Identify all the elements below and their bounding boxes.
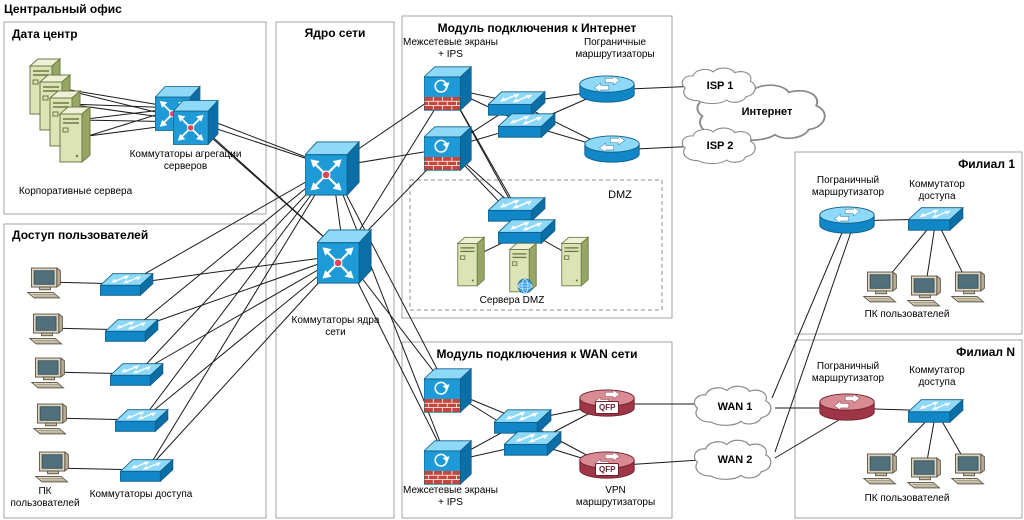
wan-module-title: Модуль подключения к WAN сети bbox=[436, 347, 638, 361]
user-pcs-label: ПК пользователей bbox=[10, 486, 80, 509]
central-office-title: Центральный офис bbox=[4, 2, 122, 16]
branch1-pcs-label: ПК пользователей bbox=[864, 309, 950, 320]
dmz-box bbox=[409, 179, 663, 311]
core-switches-label: Коммутаторы ядра сети bbox=[291, 315, 380, 338]
connection-line bbox=[146, 254, 345, 471]
core-title: Ядро сети bbox=[304, 26, 366, 40]
core-switch-icon bbox=[305, 140, 360, 197]
connection-line bbox=[141, 254, 345, 421]
aggregation-switch-icon bbox=[173, 99, 219, 146]
isp1-label: ISP 1 bbox=[706, 80, 734, 92]
corporate-server-icon bbox=[59, 106, 91, 163]
branchN-router-label: Пограничный маршрутизатор bbox=[811, 361, 885, 384]
branch-border-router-icon bbox=[819, 206, 875, 234]
connection-line bbox=[126, 166, 333, 285]
connection-line bbox=[136, 254, 345, 375]
globe-icon bbox=[517, 278, 533, 294]
branch1-title: Филиал 1 bbox=[958, 157, 1015, 171]
connection-line bbox=[331, 166, 449, 391]
connection-line bbox=[343, 254, 449, 463]
qfp-badge: QFP bbox=[595, 401, 620, 414]
dmz-server-icon bbox=[457, 236, 485, 287]
connection-line bbox=[146, 166, 333, 471]
internet-module-title: Модуль подключения к Интернет bbox=[437, 21, 637, 35]
firewall-ips-icon bbox=[424, 440, 472, 485]
core-switch-icon bbox=[317, 228, 372, 285]
datacenter-title: Дата центр bbox=[12, 27, 78, 41]
device-icons bbox=[27, 58, 985, 489]
firewall-ips-icon bbox=[424, 66, 472, 111]
dmz-servers-label: Сервера DMZ bbox=[479, 295, 545, 306]
dmz-server-icon bbox=[561, 236, 589, 287]
connection-line bbox=[774, 413, 850, 459]
wan2-label: WAN 2 bbox=[717, 454, 753, 466]
branchN-box bbox=[794, 339, 1023, 519]
branchN-switch-label: Коммутатор доступа bbox=[909, 365, 965, 388]
qfp-badge: QFP bbox=[595, 463, 620, 476]
branch-border-router-icon bbox=[819, 393, 875, 421]
border-routers-label: Пограничные маршрутизаторы bbox=[575, 37, 655, 60]
internet-label: Интернет bbox=[741, 106, 793, 118]
corporate-servers-label: Корпоративные сервера bbox=[18, 186, 133, 197]
connection-line bbox=[771, 220, 848, 399]
user-access-title: Доступ пользователей bbox=[12, 228, 149, 242]
connection-line bbox=[141, 166, 333, 421]
dmz-label: DMZ bbox=[608, 189, 632, 201]
isp2-label: ISP 2 bbox=[706, 140, 734, 152]
branch1-box bbox=[794, 151, 1023, 335]
branch1-router-label: Пограничный маршрутизатор bbox=[811, 175, 885, 198]
connection-line bbox=[195, 121, 345, 256]
connection-line bbox=[343, 87, 449, 256]
firewall-ips-icon bbox=[424, 126, 472, 171]
firewall-ips-icon bbox=[424, 368, 472, 413]
branchN-pcs-label: ПК пользователей bbox=[864, 493, 950, 504]
firewalls-wan-label: Межсетевые экраны + IPS bbox=[403, 485, 498, 508]
aggregation-switches-label: Коммутаторы агрегации серверов bbox=[129, 149, 242, 172]
wan1-label: WAN 1 bbox=[717, 401, 753, 413]
border-router-icon bbox=[584, 135, 640, 163]
connection-line bbox=[131, 166, 333, 331]
firewalls-internet-label: Межсетевые экраны + IPS bbox=[403, 37, 498, 60]
branchN-title: Филиал N bbox=[956, 345, 1015, 359]
connection-line bbox=[774, 231, 852, 453]
vpn-routers-label: VPN маршрутизаторы bbox=[575, 485, 656, 508]
branch1-switch-label: Коммутатор доступа bbox=[909, 179, 965, 202]
border-router-icon bbox=[579, 75, 635, 103]
connection-line bbox=[136, 166, 333, 375]
access-switches-label: Коммутаторы доступа bbox=[89, 489, 193, 500]
